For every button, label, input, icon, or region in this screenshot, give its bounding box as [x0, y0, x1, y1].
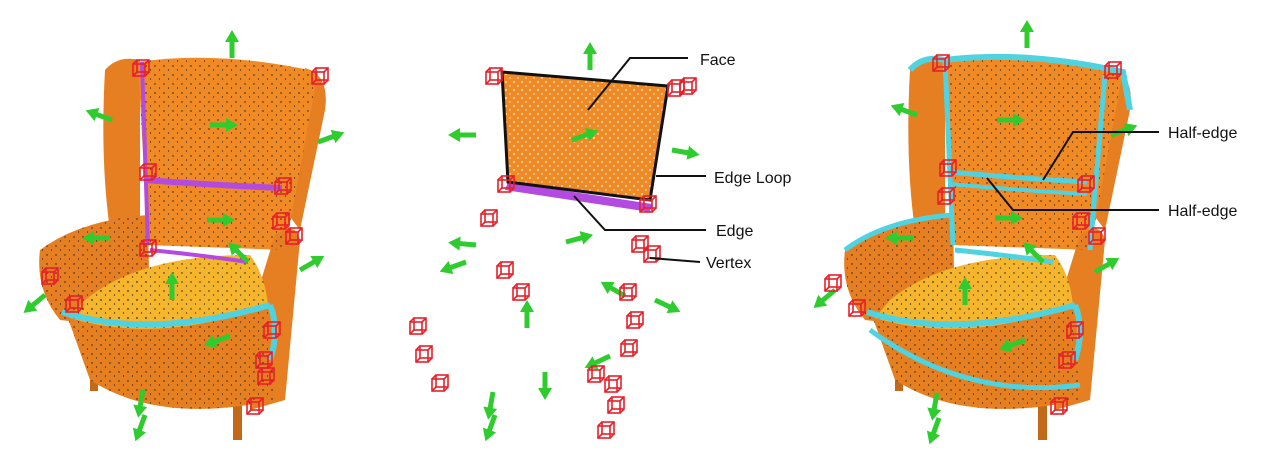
exploded-view: Face Edge Loop Edge Vertex [409, 42, 792, 444]
label-half-edge-bottom: Half-edge [1168, 203, 1237, 220]
label-vertex: Vertex [706, 255, 751, 272]
label-face: Face [700, 52, 736, 69]
label-half-edge-top: Half-edge [1168, 125, 1237, 142]
label-edge-loop: Edge Loop [714, 170, 792, 187]
leader-lines [986, 131, 1159, 211]
chair-left [19, 30, 347, 444]
label-edge: Edge [716, 223, 753, 240]
leader-lines [573, 57, 706, 263]
chair-right [809, 20, 1159, 447]
